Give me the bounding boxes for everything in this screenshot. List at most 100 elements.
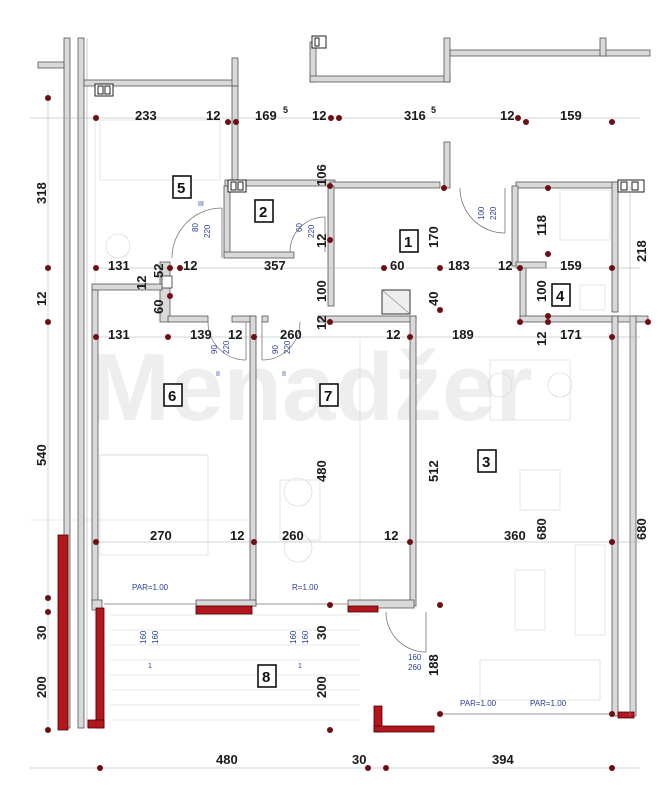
door5-mark: III — [198, 201, 204, 208]
door8b-height: 160 — [301, 630, 310, 644]
door1-width: 100 — [477, 206, 486, 220]
door2-width: 60 — [295, 223, 304, 232]
dim-b-357: 357 — [264, 258, 286, 273]
dim-a-170: 170 — [426, 226, 441, 248]
dim-top-12c: 12 — [500, 108, 514, 123]
dim-b-159: 159 — [560, 258, 582, 273]
door8c-height: 260 — [408, 663, 422, 672]
dim-top-169-sup: 5 — [283, 105, 288, 115]
dim-bottom-394: 394 — [492, 752, 514, 767]
dim-d-12v: 12 — [314, 316, 329, 330]
door8b-mark: 1 — [298, 663, 302, 670]
dim-left-318: 318 — [34, 182, 49, 204]
dim-bottom-30: 30 — [352, 752, 366, 767]
room-label-7: 7 — [324, 388, 332, 405]
dim-m-680a: 680 — [534, 518, 549, 540]
dim-bottom-480: 480 — [216, 752, 238, 767]
room-box-6 — [163, 383, 183, 407]
door8a-mark: 1 — [148, 663, 152, 670]
balcony-hatch — [110, 614, 360, 721]
par-label-4: PAR=1.00 — [530, 699, 567, 708]
room-label-5: 5 — [177, 180, 185, 197]
door7-height: 220 — [283, 340, 292, 354]
room-box-3 — [477, 449, 497, 473]
door8a-width: 160 — [139, 630, 148, 644]
walls — [37, 37, 651, 729]
door-swings — [104, 187, 612, 715]
room-box-5 — [172, 175, 192, 199]
room-label-1: 1 — [404, 234, 412, 251]
door8c-width: 160 — [408, 653, 422, 662]
dim-c-12: 12 — [134, 276, 149, 290]
dim-m-480: 480 — [314, 460, 329, 482]
dim-d-189: 189 — [452, 327, 474, 342]
room-label-3: 3 — [482, 454, 490, 471]
dim-f-200: 200 — [314, 676, 329, 698]
outlet-symbols — [94, 35, 645, 193]
dim-a-106: 106 — [314, 164, 329, 186]
door2-height: 220 — [307, 224, 316, 238]
dim-c-100b: 100 — [534, 280, 549, 302]
room-box-2 — [254, 199, 274, 223]
dim-d-171: 171 — [560, 327, 582, 342]
par-label-3: PAR=1.00 — [460, 699, 497, 708]
room-box-4 — [551, 283, 571, 307]
dim-top-316-sup: 5 — [431, 105, 436, 115]
door7-mark: II — [282, 371, 286, 378]
dimension-dots — [45, 95, 651, 771]
dim-a-12: 12 — [314, 234, 329, 248]
dim-d-131: 131 — [108, 327, 130, 342]
dim-e-260: 260 — [282, 528, 304, 543]
dim-b-183: 183 — [448, 258, 470, 273]
dim-b-52: 52 — [151, 264, 166, 278]
room-label-8: 8 — [262, 669, 270, 686]
dim-e-270: 270 — [150, 528, 172, 543]
door5-width: 80 — [191, 223, 200, 232]
dim-d-139: 139 — [190, 327, 212, 342]
room-box-8 — [257, 664, 277, 688]
dim-left-12: 12 — [34, 292, 49, 306]
door6-height: 220 — [222, 340, 231, 354]
dim-a-218: 218 — [634, 240, 649, 262]
door-labels: 80 220 III 60 220 100 220 90 220 II 90 2… — [139, 201, 498, 672]
room-box-1 — [399, 229, 419, 253]
dim-m-512: 512 — [426, 460, 441, 482]
furniture-lines — [30, 118, 611, 720]
dim-top-12a: 12 — [206, 108, 220, 123]
par-label-2: R=1.00 — [292, 583, 319, 592]
dimension-lines — [30, 90, 640, 769]
door6-mark: II — [216, 371, 220, 378]
dim-d-260: 260 — [280, 327, 302, 342]
dim-f-30: 30 — [314, 626, 329, 640]
dim-b-131: 131 — [108, 258, 130, 273]
dim-top-12b: 12 — [312, 108, 326, 123]
dim-b-12b: 12 — [498, 258, 512, 273]
room-label-6: 6 — [168, 388, 176, 405]
dim-left-30: 30 — [34, 626, 49, 640]
dim-d-12c: 12 — [534, 332, 549, 346]
dim-b-12: 12 — [183, 258, 197, 273]
dim-f-188: 188 — [426, 654, 441, 676]
dim-left-200: 200 — [34, 676, 49, 698]
door7-width: 90 — [271, 345, 280, 354]
red-walls — [57, 534, 635, 733]
dim-c-60: 60 — [151, 300, 166, 314]
door5-height: 220 — [203, 224, 212, 238]
dim-b-60: 60 — [390, 258, 404, 273]
room-label-2: 2 — [259, 204, 267, 221]
dim-top-233: 233 — [135, 108, 157, 123]
watermark: Menadžer — [90, 334, 533, 441]
dim-left-540: 540 — [34, 444, 49, 466]
dim-d-12b: 12 — [386, 327, 400, 342]
door8b-width: 160 — [289, 630, 298, 644]
dim-d-12: 12 — [228, 327, 242, 342]
dim-top-159: 159 — [560, 108, 582, 123]
dim-top-169: 169 — [255, 108, 277, 123]
dim-e-12b: 12 — [384, 528, 398, 543]
room-box-7 — [319, 383, 339, 407]
dim-e-12: 12 — [230, 528, 244, 543]
room-labels: 5 2 1 4 6 7 3 8 — [163, 175, 571, 688]
door6-width: 90 — [210, 345, 219, 354]
